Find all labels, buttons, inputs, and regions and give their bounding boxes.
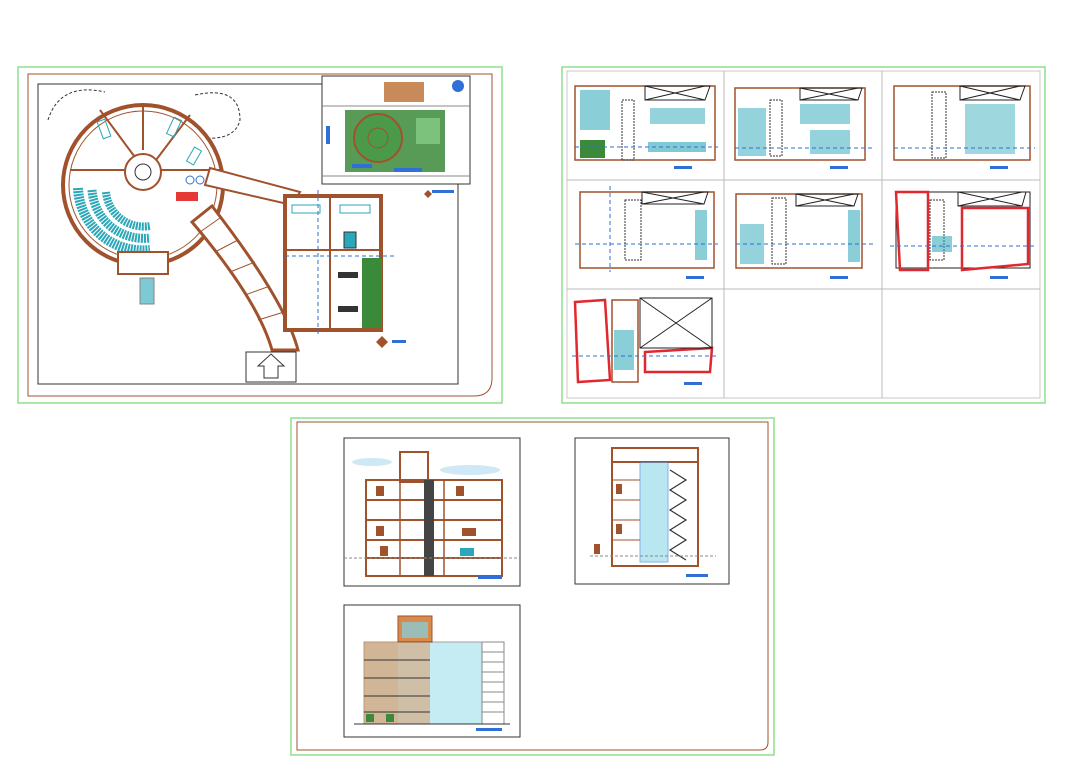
classroom-block-plan — [283, 190, 395, 336]
floor-plan-panel-6 — [890, 190, 1035, 279]
floor-plan-panel-5 — [735, 193, 875, 279]
building-section-a — [343, 437, 521, 587]
floor-plan-panel-2 — [734, 87, 875, 169]
sheet-site-plan — [17, 66, 503, 404]
building-facade-elevation — [343, 604, 521, 738]
section-marker-icon — [376, 336, 406, 348]
floor-plan-panel-7 — [572, 297, 718, 385]
auditorium-plan — [61, 103, 225, 305]
sheet-sections-elevation — [290, 417, 775, 756]
north-arrow-icon — [452, 80, 464, 92]
site-location-inset — [321, 75, 471, 185]
floor-plan-panel-3 — [893, 85, 1035, 169]
entrance-arrow-icon — [245, 351, 297, 383]
floor-plan-panel-4 — [575, 186, 718, 279]
building-section-b — [574, 437, 730, 585]
floor-plan-panel-1 — [574, 85, 718, 169]
access-ramp — [189, 203, 300, 352]
sheet-floor-plans — [561, 66, 1046, 404]
